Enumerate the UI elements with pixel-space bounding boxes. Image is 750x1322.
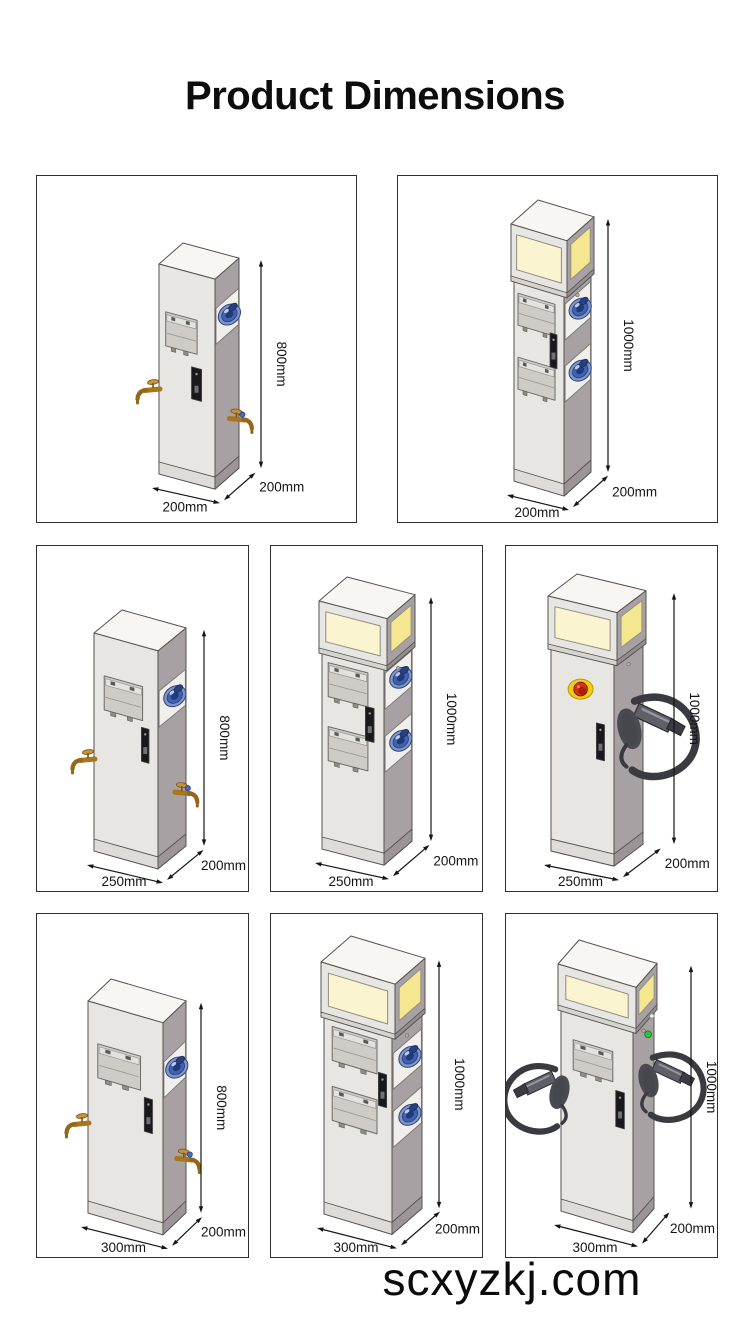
pedestal-800-250x200-illustration: 800mm 250mm 200mm	[70, 609, 246, 889]
height-label: 800mm	[217, 715, 232, 760]
panel-pedestal-800-200x200: 800mm 200mm 200mm	[36, 175, 357, 523]
page-title: Product Dimensions	[185, 74, 565, 118]
pedestal-1000-200x200-illustration: 1000mm 200mm 200mm	[507, 199, 657, 520]
depth-label: 200mm	[433, 854, 478, 869]
watermark-text: scxyzkj.com	[382, 1253, 642, 1305]
width-label: 300mm	[572, 1240, 617, 1255]
charging-gun	[506, 1063, 570, 1135]
pedestal-1000-250x200-illustration: 1000mm 250mm 200mm	[315, 576, 478, 889]
pedestal-drawing: 1000mm 300mm 200mm	[506, 939, 717, 1255]
height-label: 1000mm	[452, 1058, 467, 1111]
pedestal-drawing: 1000mm 250mm 200mm	[544, 573, 710, 889]
panel-charging-pedestal-1000-300x200: 1000mm 300mm 200mm	[505, 913, 718, 1258]
width-label: 300mm	[333, 1240, 378, 1255]
depth-label: 200mm	[201, 1224, 246, 1239]
pedestal-drawing: 1000mm 250mm 200mm	[315, 576, 478, 889]
width-label: 250mm	[328, 874, 373, 889]
panel-charging-pedestal-1000-250x200: 1000mm 250mm 200mm	[505, 545, 718, 892]
depth-label: 200mm	[670, 1221, 715, 1236]
width-label: 250mm	[558, 874, 603, 889]
charging-gun	[638, 1051, 707, 1124]
charging-pedestal-1000-250x200-illustration: 1000mm 250mm 200mm	[544, 573, 710, 889]
pedestal-drawing: 800mm 250mm 200mm	[70, 609, 246, 889]
width-label: 200mm	[514, 505, 559, 520]
depth-label: 200mm	[435, 1222, 480, 1237]
pedestal-drawing: 800mm 300mm 200mm	[64, 978, 246, 1255]
charging-gun	[617, 693, 700, 781]
width-label: 200mm	[162, 500, 207, 515]
pedestal-drawing: 1000mm 200mm 200mm	[507, 199, 657, 520]
height-label: 800mm	[274, 342, 289, 387]
pedestal-800-200x200-illustration: 800mm 200mm 200mm	[135, 242, 304, 515]
pedestal-drawing: 800mm 200mm 200mm	[135, 242, 304, 515]
depth-label: 200mm	[201, 858, 246, 873]
panel-pedestal-800-300x200: 800mm 300mm 200mm	[36, 913, 249, 1258]
height-label: 1000mm	[704, 1061, 717, 1114]
pedestal-1000-300x200-illustration: 1000mm 300mm 200mm	[317, 935, 480, 1255]
height-label: 800mm	[214, 1085, 229, 1130]
charging-pedestal-1000-300x200-illustration: 1000mm 300mm 200mm	[506, 939, 717, 1255]
panel-pedestal-1000-250x200: 1000mm 250mm 200mm	[270, 545, 483, 892]
depth-label: 200mm	[665, 856, 710, 871]
height-label: 1000mm	[621, 319, 636, 372]
pedestal-drawing: 1000mm 300mm 200mm	[317, 935, 480, 1255]
depth-label: 200mm	[259, 479, 304, 494]
pedestal-800-300x200-illustration: 800mm 300mm 200mm	[64, 978, 246, 1255]
width-label: 300mm	[101, 1240, 146, 1255]
height-label: 1000mm	[687, 692, 702, 745]
depth-label: 200mm	[612, 484, 657, 499]
width-label: 250mm	[101, 874, 146, 889]
panel-pedestal-800-250x200: 800mm 250mm 200mm	[36, 545, 249, 892]
panel-pedestal-1000-300x200: 1000mm 300mm 200mm	[270, 913, 483, 1258]
height-label: 1000mm	[444, 693, 459, 746]
panel-pedestal-1000-200x200: 1000mm 200mm 200mm	[397, 175, 718, 523]
